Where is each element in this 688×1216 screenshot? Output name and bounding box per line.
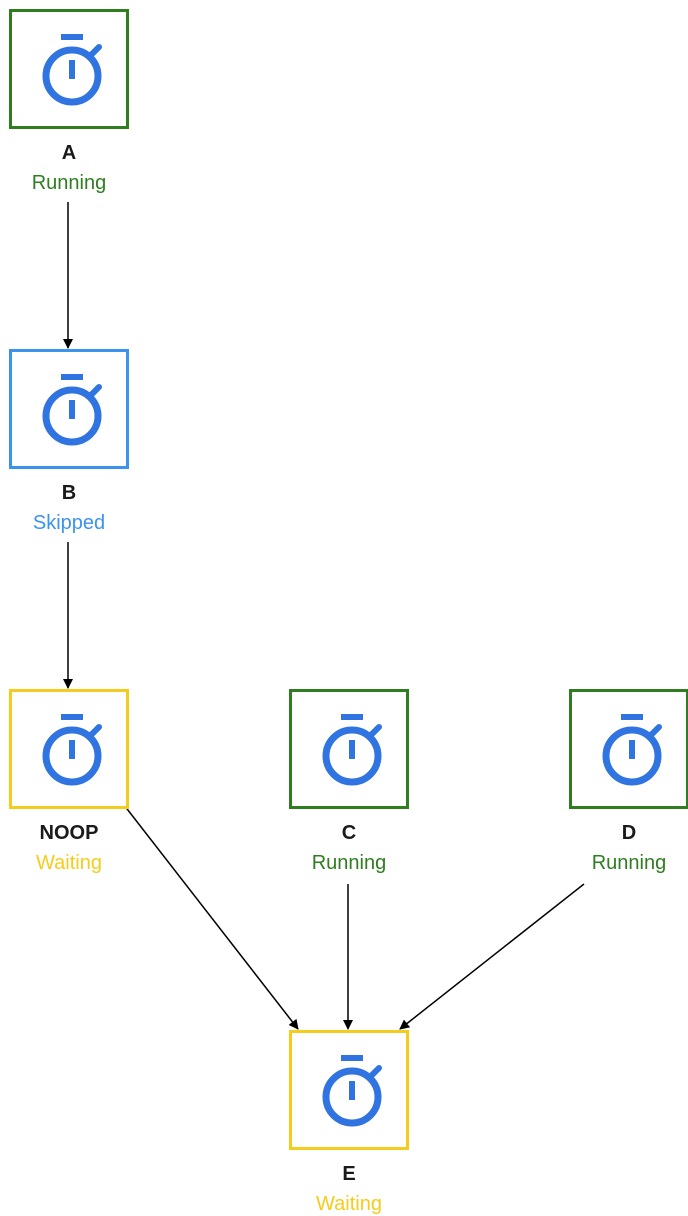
node-noop-label: NOOP bbox=[39, 822, 99, 844]
node-e-label: E bbox=[342, 1163, 356, 1185]
node-noop-box[interactable] bbox=[9, 689, 129, 809]
node-noop-status: Waiting bbox=[36, 852, 102, 874]
node-d-box[interactable] bbox=[569, 689, 688, 809]
stopwatch-icon bbox=[602, 714, 662, 786]
node-b-status: Skipped bbox=[32, 512, 106, 534]
node-e-status: Waiting bbox=[316, 1193, 382, 1215]
node-b-box[interactable] bbox=[9, 349, 129, 469]
node-e-box[interactable] bbox=[289, 1030, 409, 1150]
edge-d-to-e bbox=[399, 883, 585, 1030]
node-d-label: D bbox=[621, 822, 637, 844]
node-b-label: B bbox=[61, 482, 77, 504]
stopwatch-icon bbox=[42, 714, 102, 786]
node-d-status: Running bbox=[591, 852, 667, 874]
stopwatch-icon bbox=[42, 374, 102, 446]
node-a-label: A bbox=[61, 142, 77, 164]
stopwatch-icon bbox=[322, 714, 382, 786]
edge-noop-to-e bbox=[123, 804, 299, 1030]
node-c-label: C bbox=[341, 822, 357, 844]
stopwatch-icon bbox=[322, 1055, 382, 1127]
node-a-status: Running bbox=[31, 172, 107, 194]
stopwatch-icon bbox=[42, 34, 102, 106]
node-a-box[interactable] bbox=[9, 9, 129, 129]
node-c-box[interactable] bbox=[289, 689, 409, 809]
node-c-status: Running bbox=[311, 852, 387, 874]
